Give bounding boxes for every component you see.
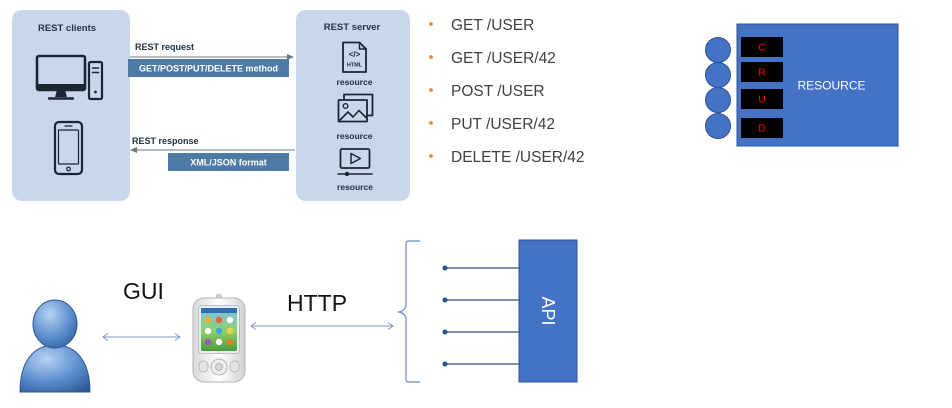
crud-letter-box bbox=[741, 37, 783, 57]
api-label: API bbox=[538, 296, 558, 325]
server-panel-background bbox=[296, 10, 410, 201]
rest-request-flow: REST request GET/POST/PUT/DELETE method bbox=[128, 42, 294, 77]
gui-label: GUI bbox=[123, 278, 164, 304]
resource-box-label: RESOURCE bbox=[797, 79, 865, 93]
crud-operation-read: R bbox=[705, 62, 783, 88]
request-method-bar bbox=[128, 59, 289, 77]
crud-letter: U bbox=[758, 94, 766, 106]
http-label: HTTP bbox=[287, 290, 347, 316]
smartphone-icon bbox=[53, 120, 84, 176]
crud-letter: R bbox=[758, 67, 766, 79]
http-double-arrow bbox=[250, 322, 394, 330]
desktop-computer-icon bbox=[35, 54, 104, 101]
request-label: REST request bbox=[135, 42, 194, 52]
clients-panel-background bbox=[12, 10, 130, 201]
endpoint-brace bbox=[396, 240, 420, 383]
api-connector bbox=[442, 361, 519, 367]
response-format-bar bbox=[168, 153, 289, 171]
bullet-marker bbox=[429, 22, 433, 26]
request-arrow bbox=[130, 54, 294, 60]
crud-port bbox=[705, 87, 731, 113]
endpoint-item: GET /USER/42 bbox=[429, 50, 556, 67]
server-title: REST server bbox=[324, 22, 381, 33]
api-connector bbox=[442, 297, 519, 303]
response-arrow bbox=[130, 147, 295, 153]
bullet-marker bbox=[429, 88, 433, 92]
endpoint-text: DELETE /USER/42 bbox=[451, 149, 585, 166]
rest-server-panel: REST server </> HTML resource resource bbox=[296, 10, 410, 201]
resource-html: </> HTML resource bbox=[337, 41, 373, 87]
crud-port bbox=[705, 113, 731, 139]
api-architecture: GUI HTTP bbox=[19, 239, 578, 393]
rest-clients-panel: REST clients bbox=[12, 10, 130, 201]
html-code-glyph: </> bbox=[349, 50, 361, 59]
api-connector bbox=[442, 329, 519, 335]
api-connector bbox=[442, 265, 519, 271]
endpoint-text: POST /USER bbox=[451, 83, 545, 100]
api-box bbox=[518, 239, 578, 383]
endpoint-item: GET /USER bbox=[429, 17, 534, 34]
endpoint-text: GET /USER/42 bbox=[451, 50, 556, 67]
image-icon bbox=[337, 93, 374, 123]
crud-port bbox=[705, 37, 731, 63]
crud-operation-update: U bbox=[705, 87, 783, 113]
crud-letter: D bbox=[758, 123, 766, 135]
crud-operation-delete: D bbox=[705, 113, 783, 139]
html-icon-text: HTML bbox=[347, 63, 363, 69]
crud-port bbox=[705, 62, 731, 88]
resource-label: resource bbox=[337, 77, 373, 87]
endpoint-list: GET /USER GET /USER/42 POST /USER PUT /U… bbox=[429, 17, 585, 166]
endpoint-text: PUT /USER/42 bbox=[451, 116, 555, 133]
endpoint-item: DELETE /USER/42 bbox=[429, 149, 585, 166]
html-document-icon: </> HTML bbox=[342, 41, 367, 73]
response-format-text: XML/JSON format bbox=[190, 157, 267, 167]
user-icon bbox=[19, 299, 91, 393]
bullet-marker bbox=[429, 55, 433, 59]
resource-label: resource bbox=[337, 131, 373, 141]
clients-title: REST clients bbox=[38, 23, 96, 34]
crud-resource-diagram: RESOURCE C R U D bbox=[705, 23, 899, 147]
crud-letter-box bbox=[741, 62, 783, 82]
video-icon bbox=[337, 148, 373, 177]
crud-letter: C bbox=[758, 42, 766, 54]
api-connector-lines bbox=[442, 265, 519, 367]
endpoint-item: POST /USER bbox=[429, 83, 545, 100]
response-label: REST response bbox=[132, 136, 199, 146]
rest-response-flow: REST response XML/JSON format bbox=[130, 136, 295, 171]
resource-label: resource bbox=[337, 182, 373, 192]
bullet-marker bbox=[429, 121, 433, 125]
mobile-device-icon bbox=[192, 294, 246, 383]
endpoint-item: PUT /USER/42 bbox=[429, 116, 555, 133]
request-method-text: GET/POST/PUT/DELETE method bbox=[139, 63, 278, 73]
resource-video: resource bbox=[337, 148, 373, 192]
endpoint-text: GET /USER bbox=[451, 17, 534, 34]
bullet-marker bbox=[429, 154, 433, 158]
crud-operation-create: C bbox=[705, 37, 783, 63]
crud-letter-box bbox=[741, 118, 783, 138]
gui-double-arrow bbox=[102, 333, 181, 341]
crud-letter-box bbox=[741, 89, 783, 109]
resource-image: resource bbox=[337, 93, 374, 141]
